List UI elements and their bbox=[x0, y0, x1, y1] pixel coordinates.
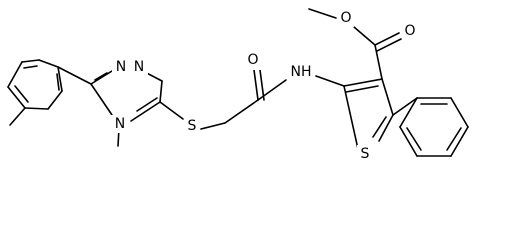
atom-triazole-n1: N bbox=[116, 59, 126, 75]
atom-triazole-n4: N bbox=[115, 116, 125, 132]
atom-labels: O O O NH S S N N N bbox=[111, 9, 418, 163]
atom-thiophene-sulfur: S bbox=[361, 146, 370, 162]
atom-nh: NH bbox=[291, 64, 312, 80]
methylene-carbonyl-bond bbox=[224, 99, 259, 124]
ester-oxygen-bond bbox=[353, 26, 376, 46]
ester-carbonyl-bond bbox=[374, 32, 400, 46]
tolyl-triazole-bond bbox=[57, 66, 92, 85]
amide-carbonyl-bond bbox=[253, 69, 259, 101]
methoxy-bond bbox=[308, 8, 337, 19]
tolyl-ring bbox=[7, 59, 63, 110]
carbonyl-nh-bond bbox=[257, 79, 287, 101]
nh-thiophene-bond bbox=[315, 75, 345, 87]
phenyl-ring bbox=[399, 97, 469, 157]
triazole-sulfur-bond bbox=[159, 101, 184, 120]
sulfur-methylene-bond bbox=[200, 122, 226, 130]
atom-ester-carbonyl-oxygen: O bbox=[404, 23, 415, 39]
atom-amide-oxygen: O bbox=[247, 52, 258, 68]
ester-carbonyl-bond-2 bbox=[376, 38, 402, 52]
thiophene-ring bbox=[343, 78, 394, 150]
tolyl-methyl-bond bbox=[9, 107, 26, 126]
thiophene-phenyl-bond bbox=[392, 97, 418, 116]
atom-triazole-n2: N bbox=[134, 59, 144, 75]
atom-ester-oxygen: O bbox=[340, 10, 351, 26]
thiophene-ester-bond bbox=[374, 44, 383, 80]
molecule-diagram: O O O NH S S N N N bbox=[7, 8, 469, 163]
amide-carbonyl-bond-2 bbox=[259, 69, 265, 101]
atom-thioether-sulfur: S bbox=[188, 118, 197, 134]
